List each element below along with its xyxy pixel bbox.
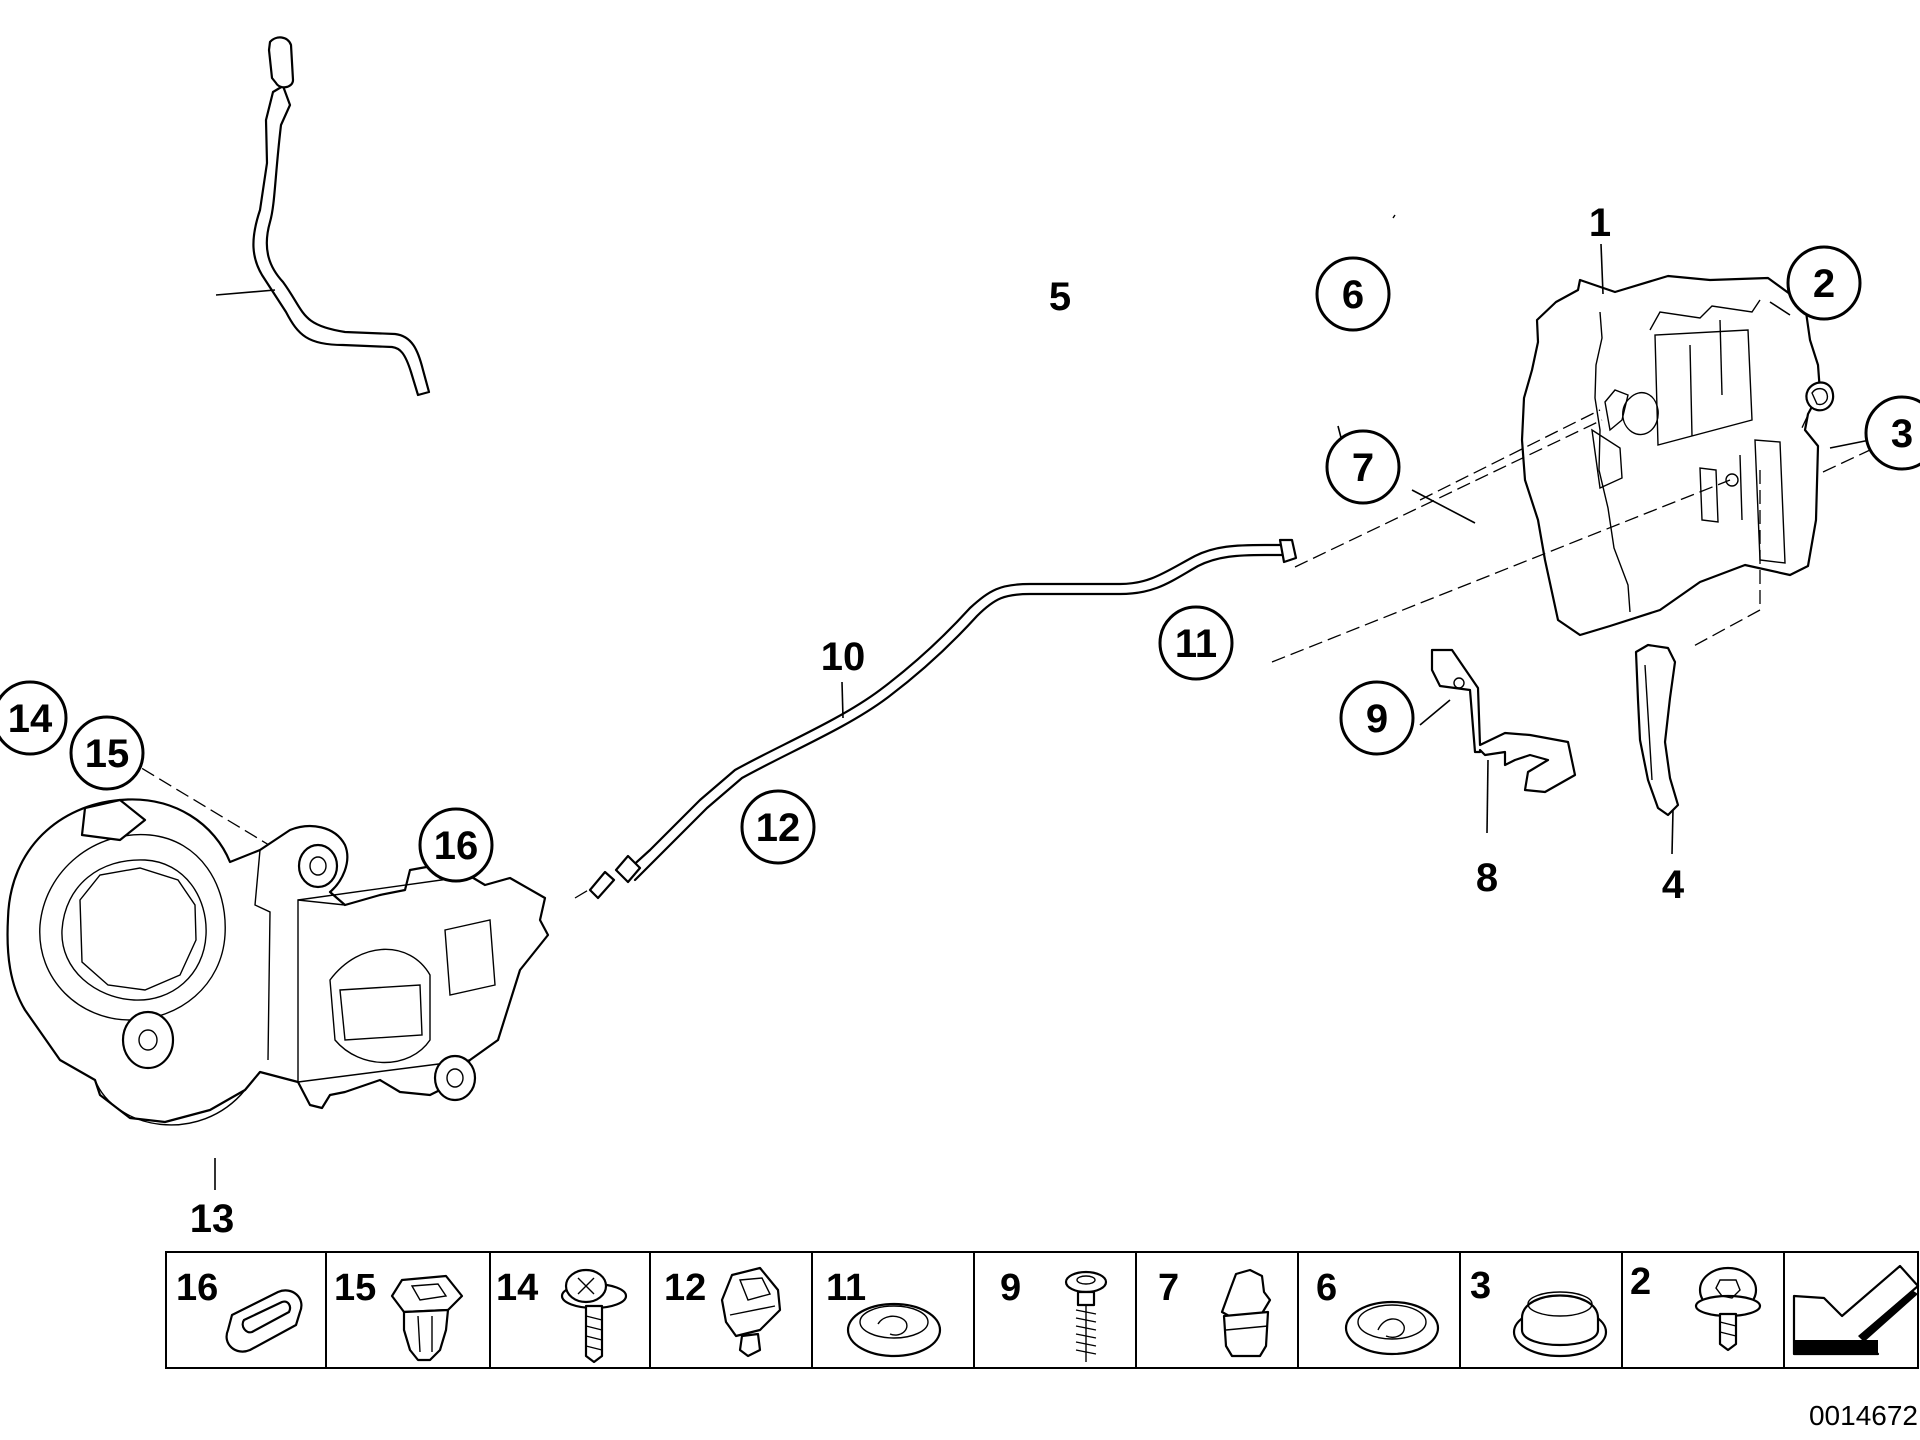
svg-text:14: 14: [496, 1267, 538, 1309]
svg-text:8: 8: [1476, 856, 1498, 900]
bracket-part-8: [1430, 648, 1577, 834]
callout-5: 5: [1049, 275, 1071, 319]
svg-text:6: 6: [1342, 273, 1364, 317]
callout-11: 11: [1158, 605, 1234, 681]
svg-text:16: 16: [434, 824, 479, 868]
svg-text:3: 3: [1891, 412, 1913, 456]
legend-item-9: 9: [1000, 1267, 1108, 1362]
cable-part-10: [588, 538, 1298, 900]
callout-1: 1: [1589, 201, 1611, 245]
clip-nut-icon: [390, 1274, 464, 1362]
cable-grommet-icon: [846, 1302, 942, 1358]
handle-assembly-part-13: [6, 798, 550, 1190]
svg-text:7: 7: [1158, 1267, 1179, 1309]
svg-text:12: 12: [756, 806, 801, 850]
svg-text:2: 2: [1630, 1261, 1651, 1303]
svg-text:7: 7: [1352, 446, 1374, 490]
callout-15: 15: [69, 715, 145, 791]
legend-item-3: 3: [1470, 1265, 1608, 1358]
svg-text:16: 16: [176, 1267, 218, 1309]
callout-12: 12: [740, 789, 816, 865]
svg-text:11: 11: [1175, 622, 1217, 666]
callout-10: 10: [821, 635, 866, 679]
svg-text:15: 15: [334, 1267, 376, 1309]
svg-text:9: 9: [1000, 1267, 1021, 1309]
lock-housing-part-1: [1520, 243, 1835, 637]
legend-item-2: 2: [1630, 1261, 1762, 1352]
callout-2: 2: [1786, 245, 1862, 321]
phillips-screw-icon: [560, 1268, 628, 1364]
callout-8: 8: [1476, 856, 1498, 900]
callout-13: 13: [190, 1197, 235, 1241]
fasteners-legend: 16 15 14: [165, 1251, 1920, 1369]
rod-part-5: [215, 36, 1396, 397]
rod-arm-part-4: [1634, 643, 1680, 855]
cap-icon: [1512, 1291, 1608, 1358]
callout-16: 16: [418, 807, 494, 883]
svg-text:3: 3: [1470, 1265, 1491, 1307]
svg-text:6: 6: [1316, 1267, 1337, 1309]
svg-text:15: 15: [85, 732, 130, 776]
callout-7: 7: [1325, 429, 1401, 505]
svg-text:4: 4: [1662, 863, 1685, 907]
svg-text:1: 1: [1589, 201, 1611, 245]
svg-text:12: 12: [664, 1267, 706, 1309]
svg-text:5: 5: [1049, 275, 1071, 319]
svg-text:11: 11: [826, 1267, 866, 1309]
callout-6: 6: [1315, 256, 1391, 332]
svg-text:14: 14: [8, 697, 53, 741]
legend-item-11: 11: [826, 1267, 942, 1358]
svg-text:9: 9: [1366, 697, 1388, 741]
legend-item-15: 15: [334, 1267, 464, 1362]
callout-9: 9: [1339, 680, 1415, 756]
callout-3: 3: [1864, 395, 1920, 471]
direction-arrow-icon: [1792, 1264, 1920, 1356]
callout-14: 14: [0, 680, 68, 756]
callout-4: 4: [1662, 863, 1685, 907]
diagram-number: 0014672: [1809, 1400, 1918, 1431]
torx-screw-icon: [1694, 1266, 1762, 1352]
svg-text:2: 2: [1813, 262, 1835, 306]
plug-icon: [1220, 1268, 1272, 1358]
legend-item-14: 14: [496, 1267, 628, 1364]
grommet-icon: [225, 1289, 303, 1353]
cable-clip-icon: [720, 1266, 782, 1358]
svg-text:13: 13: [190, 1197, 235, 1241]
legend-item-7: 7: [1158, 1267, 1272, 1358]
legend-item-6: 6: [1316, 1267, 1440, 1356]
rubber-grommet-icon: [1344, 1300, 1440, 1356]
legend-item-12: 12: [664, 1266, 782, 1358]
spring-screw-icon: [1064, 1270, 1108, 1362]
legend-item-16: 16: [176, 1267, 303, 1353]
svg-text:10: 10: [821, 635, 866, 679]
callout-labels: 1 2 3 4 5 6 7 8 9 10 11 12 13 14 15 16: [0, 201, 1920, 1241]
